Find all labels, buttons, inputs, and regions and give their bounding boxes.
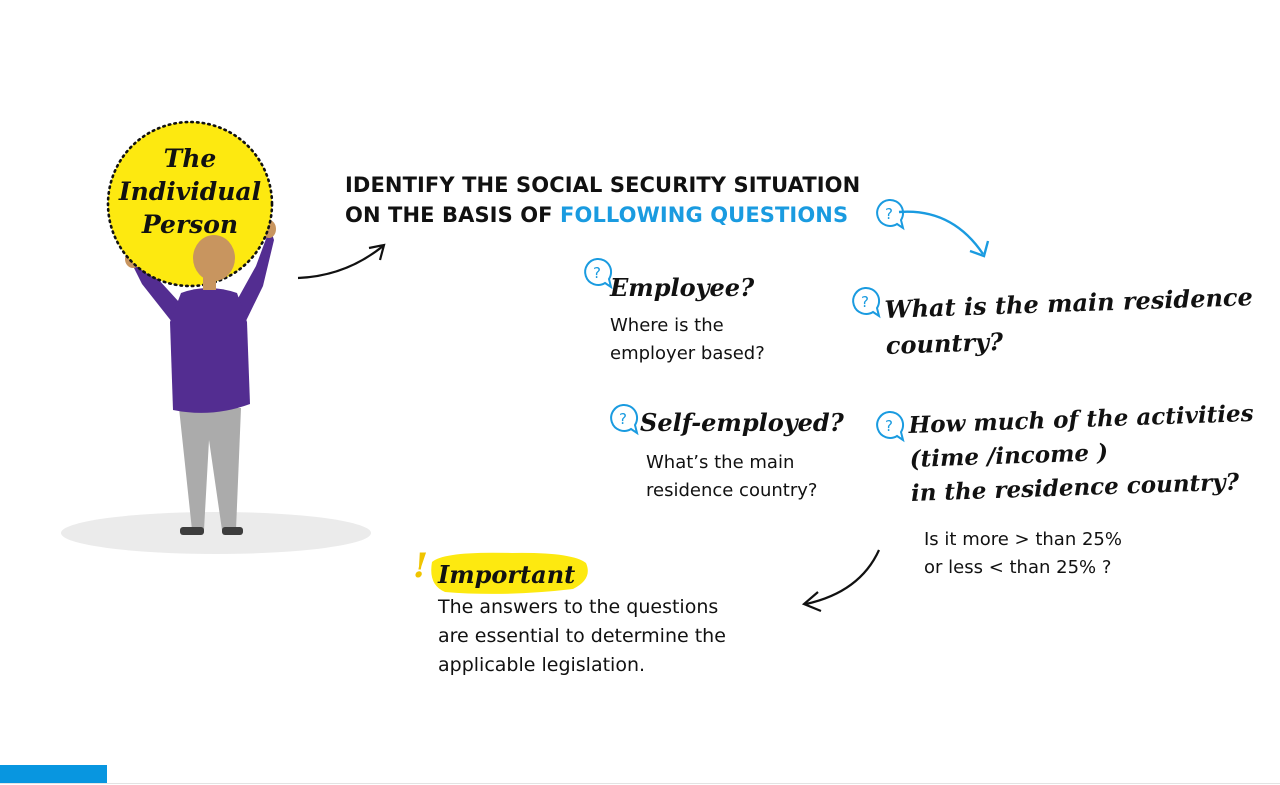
residence-question: What is the main residence country?	[884, 279, 1255, 364]
arrow-to-important	[805, 549, 881, 606]
important-title: Important	[438, 560, 576, 589]
person-title-line: The	[163, 144, 217, 173]
main-heading: IDENTIFY THE SOCIAL SECURITY SITUATION O…	[345, 170, 860, 230]
employee-line: employer based?	[610, 343, 765, 364]
self-employed-description: What’s the main residence country?	[646, 449, 817, 505]
employee-line: Where is the	[610, 315, 724, 336]
svg-text:?: ?	[885, 205, 893, 223]
svg-text:?: ?	[885, 417, 893, 435]
heading-accent: FOLLOWING QUESTIONS	[560, 203, 849, 227]
person-title-line: Person	[141, 210, 239, 239]
employee-description: Where is the employer based?	[610, 312, 765, 368]
person-head	[193, 235, 235, 290]
svg-text:?: ?	[619, 410, 627, 428]
question-bubble-icon: ?	[610, 403, 639, 436]
svg-text:?: ?	[593, 264, 601, 282]
activities-question: How much of the activities (time /income…	[908, 397, 1257, 511]
footer-divider	[0, 783, 1280, 784]
important-highlight	[431, 552, 588, 594]
heading-line-2: ON THE BASIS OF FOLLOWING QUESTIONS	[345, 200, 860, 230]
ground-shadow	[61, 512, 371, 554]
svg-text:?: ?	[861, 293, 869, 311]
self-employed-line: What’s the main	[646, 452, 795, 473]
employee-title: Employee?	[610, 273, 755, 302]
self-employed-line: residence country?	[646, 480, 818, 501]
question-bubble-icon: ?	[876, 198, 905, 231]
exclamation-icon: !	[413, 546, 428, 586]
heading-line-2-prefix: ON THE BASIS OF	[345, 203, 561, 227]
activities-desc-line: or less < than 25% ?	[924, 557, 1112, 578]
question-bubble-icon: ?	[852, 286, 881, 319]
question-bubble-icon: ?	[584, 257, 613, 290]
footer-accent-bar	[0, 765, 107, 784]
important-line: The answers to the questions	[438, 596, 719, 618]
self-employed-title: Self-employed?	[640, 408, 844, 437]
arrow-to-residence	[898, 210, 984, 255]
heading-line-1: IDENTIFY THE SOCIAL SECURITY SITUATION	[345, 173, 861, 197]
activities-description: Is it more > than 25% or less < than 25%…	[924, 526, 1122, 582]
important-description: The answers to the questions are essenti…	[438, 593, 726, 680]
arrow-to-heading	[297, 245, 384, 280]
person-title: The Individual Person	[108, 142, 272, 241]
person-title-line: Individual	[118, 177, 262, 206]
activities-desc-line: Is it more > than 25%	[924, 529, 1122, 550]
question-bubble-icon: ?	[876, 410, 905, 443]
important-line: applicable legislation.	[438, 654, 646, 676]
important-line: are essential to determine the	[438, 625, 726, 647]
